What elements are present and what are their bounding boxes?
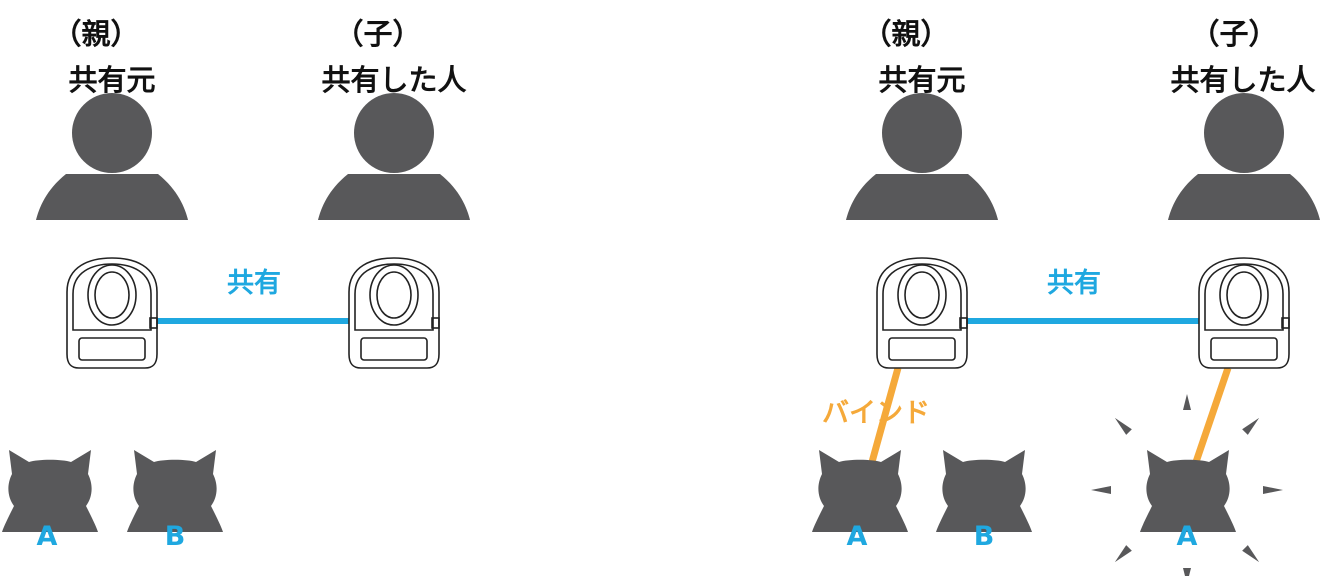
right-child-cat-a-label: A bbox=[1177, 521, 1198, 552]
left-cat-b-label: B bbox=[165, 521, 186, 552]
left-parent-person-icon bbox=[36, 93, 188, 220]
right-parent-person-icon bbox=[846, 93, 998, 220]
burst-ray bbox=[1242, 417, 1260, 435]
right-child-device-icon bbox=[1198, 257, 1290, 369]
right-parent-role: （親） bbox=[862, 17, 949, 51]
burst-ray bbox=[1263, 486, 1283, 494]
left-cat-b-icon bbox=[127, 450, 223, 532]
left-cat-a-icon bbox=[2, 450, 98, 532]
highlight-burst-icon bbox=[1091, 394, 1283, 576]
right-child-person-icon bbox=[1168, 93, 1320, 220]
right-child-cat-a-icon bbox=[1140, 450, 1236, 532]
right-cat-a-icon bbox=[812, 450, 908, 532]
right-cat-b-icon bbox=[936, 450, 1032, 532]
burst-ray bbox=[1183, 568, 1191, 576]
left-parent-role: （親） bbox=[52, 17, 139, 51]
burst-ray bbox=[1183, 394, 1191, 410]
left-cat-a-label: A bbox=[37, 521, 58, 552]
left-parent-title: 共有元 bbox=[68, 63, 155, 97]
left-share-label: 共有 bbox=[227, 268, 281, 299]
right-child-role: （子） bbox=[1190, 17, 1277, 51]
burst-ray bbox=[1242, 545, 1260, 563]
right-scene: （親） 共有元 （子） 共有した人 共有 バインド A B A bbox=[812, 17, 1320, 576]
right-parent-title: 共有元 bbox=[878, 63, 965, 97]
right-share-label: 共有 bbox=[1047, 268, 1101, 299]
burst-ray bbox=[1114, 417, 1132, 435]
right-cat-b-label: B bbox=[974, 521, 995, 552]
left-child-device-icon bbox=[348, 257, 440, 369]
left-child-role: （子） bbox=[334, 17, 421, 51]
right-child-title: 共有した人 bbox=[1170, 63, 1315, 97]
burst-ray bbox=[1114, 545, 1132, 563]
left-scene: （親） 共有元 （子） 共有した人 共有 A B bbox=[2, 17, 470, 552]
right-bind-label: バインド bbox=[822, 398, 930, 429]
right-parent-bind-line bbox=[868, 367, 902, 463]
right-cat-a-label: A bbox=[847, 521, 868, 552]
right-child-bind-line bbox=[1192, 366, 1232, 464]
right-parent-device-icon bbox=[876, 257, 968, 369]
burst-ray bbox=[1091, 486, 1111, 494]
left-child-person-icon bbox=[318, 93, 470, 220]
left-parent-device-icon bbox=[66, 257, 158, 369]
left-child-title: 共有した人 bbox=[321, 63, 466, 97]
